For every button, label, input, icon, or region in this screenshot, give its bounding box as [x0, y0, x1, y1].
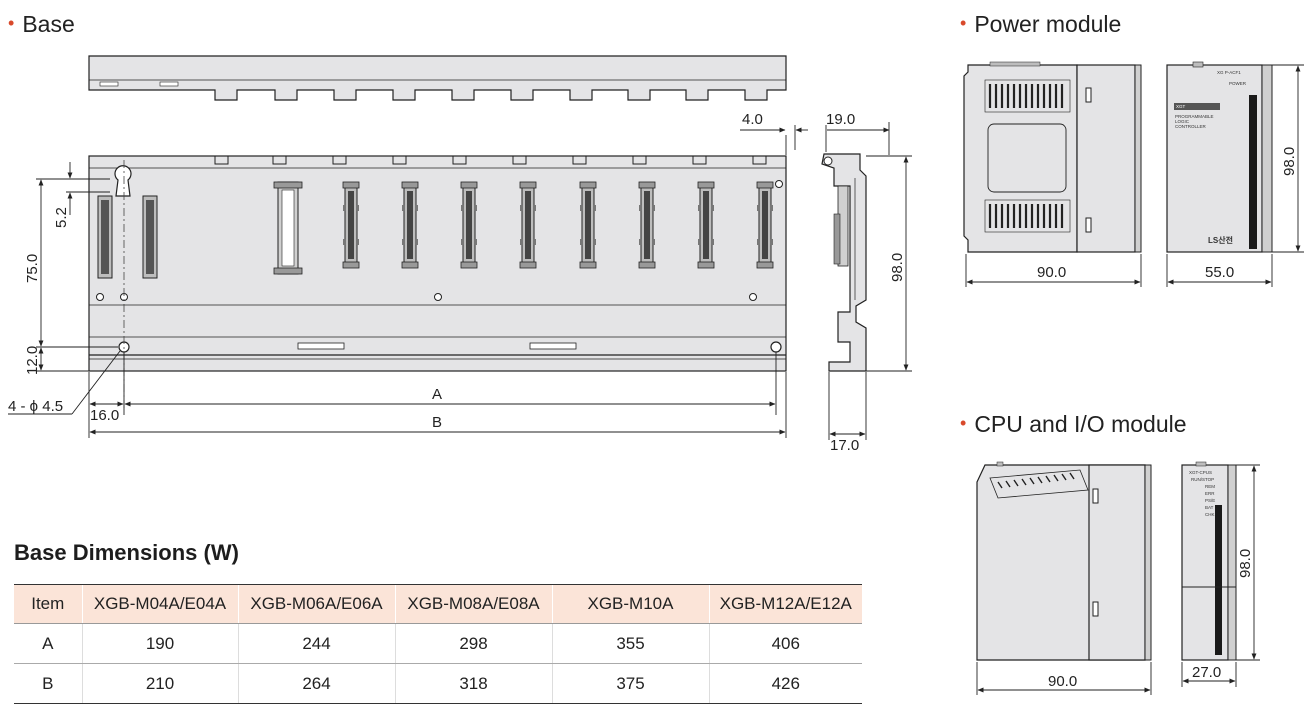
- cpu-led-label-0: XGT-CPUS: [1189, 470, 1212, 475]
- power-desc-line1: PROGRAMMABLE: [1175, 114, 1214, 119]
- section-title-cpu-io-module: •CPU and I/O module: [960, 411, 1187, 437]
- dim-98-0-base: 98.0: [889, 253, 906, 282]
- section-title-base: •Base: [8, 11, 75, 37]
- cpu-led-label-5: BAT: [1205, 505, 1214, 510]
- ls-logo: LS산전: [1208, 235, 1233, 245]
- power-module-front-view: XG P-ACF1 POWER XGT PROGRAMMABLE LOGIC C…: [1166, 61, 1273, 253]
- table-row: A 190 244 298 355 406: [14, 623, 862, 664]
- table-row: B 210 264 318 375 426: [14, 663, 862, 704]
- power-module-side-view: [963, 61, 1142, 253]
- power-height: 98.0: [1281, 147, 1298, 176]
- table-cell: 406: [708, 623, 862, 664]
- header-m10: XGB-M10A: [551, 584, 709, 624]
- power-module-side-dimensions: [965, 254, 1142, 287]
- header-m12: XGB-M12A/E12A: [708, 584, 862, 624]
- cpu-led-label-1: RUN/STOP: [1191, 477, 1214, 482]
- power-brand-strip: XGT: [1176, 104, 1186, 109]
- section-title-power-module: •Power module: [960, 11, 1122, 37]
- table-cell: B: [14, 663, 82, 704]
- table-cell: 355: [551, 623, 709, 664]
- cpu-module-side-dimensions: [976, 662, 1152, 695]
- dim-16-0: 16.0: [90, 407, 119, 424]
- dim-label-a: A: [432, 386, 442, 403]
- dim-12-0: 12.0: [24, 346, 41, 375]
- cpu-module-front-dimensions: [1181, 464, 1260, 687]
- table-cell: A: [14, 623, 82, 664]
- power-side-width: 90.0: [1037, 264, 1066, 281]
- dim-hole-diameter: 4 - ϕ 4.5: [8, 398, 63, 415]
- cpu-height: 98.0: [1237, 549, 1254, 578]
- base-front-view: [88, 155, 787, 410]
- dim-17-0: 17.0: [830, 437, 859, 454]
- cpu-led-label-3: ERR: [1205, 491, 1215, 496]
- table-header-row: Item XGB-M04A/E04A XGB-M06A/E06A XGB-M08…: [14, 584, 862, 624]
- dim-label-b: B: [432, 414, 442, 431]
- dim-5-2: 5.2: [53, 207, 70, 228]
- base-side-view: [821, 153, 867, 372]
- cpu-led-label-4: PS/E: [1205, 498, 1215, 503]
- header-m04: XGB-M04A/E04A: [81, 584, 238, 624]
- cpu-led-label-2: REM: [1205, 484, 1215, 489]
- table-title: Base Dimensions (W): [14, 540, 239, 565]
- base-dimensions: [8, 122, 912, 440]
- dim-75-0: 75.0: [24, 254, 41, 283]
- table-cell: 318: [394, 663, 552, 704]
- base-dimensions-table: Item XGB-M04A/E04A XGB-M06A/E06A XGB-M08…: [14, 584, 862, 704]
- table-cell: 426: [708, 663, 862, 704]
- table-cell: 298: [394, 623, 552, 664]
- power-led-label: POWER: [1229, 81, 1247, 86]
- cpu-module-front-view: XGT-CPUS RUN/STOP REM ERR PS/E BAT CHK: [1181, 461, 1237, 661]
- table-cell: 244: [237, 623, 395, 664]
- cpu-front-depth: 27.0: [1192, 664, 1221, 681]
- base-top-view: [88, 55, 787, 101]
- cpu-module-side-view: [976, 461, 1152, 661]
- table-cell: 264: [237, 663, 395, 704]
- power-front-depth: 55.0: [1205, 264, 1234, 281]
- power-module-front-dimensions: [1166, 64, 1304, 287]
- cpu-led-label-6: CHK: [1205, 512, 1215, 517]
- cpu-side-width: 90.0: [1048, 673, 1077, 690]
- header-item: Item: [14, 584, 82, 624]
- header-m06: XGB-M06A/E06A: [237, 584, 395, 624]
- power-desc-line2: LOGIC: [1175, 119, 1190, 124]
- power-desc-line3: CONTROLLER: [1175, 124, 1207, 129]
- table-cell: 190: [81, 623, 238, 664]
- header-m08: XGB-M08A/E08A: [394, 584, 552, 624]
- dim-19-0: 19.0: [826, 111, 855, 128]
- table-cell: 375: [551, 663, 709, 704]
- power-model-label: XG P-ACF1: [1217, 70, 1241, 75]
- dim-4-0: 4.0: [742, 111, 763, 128]
- table-cell: 210: [81, 663, 238, 704]
